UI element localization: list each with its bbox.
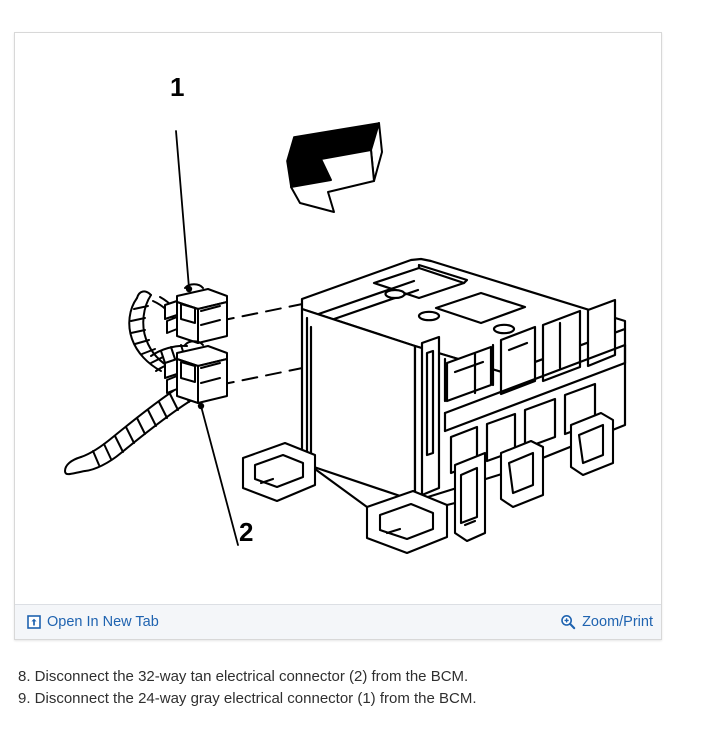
callout-1-leader	[175, 130, 193, 293]
bcm-housing	[300, 257, 627, 503]
external-link-icon	[27, 615, 41, 629]
callout-label-2: 2	[239, 517, 253, 547]
viewer-toolbar: Open In New Tab Zoom/Print	[15, 604, 661, 639]
instruction-list: 8. Disconnect the 32-way tan electrical …	[18, 666, 698, 710]
bcm-mounting-tabs	[241, 411, 615, 555]
direction-arrow	[286, 122, 383, 213]
open-in-new-tab-label: Open In New Tab	[47, 613, 159, 630]
callout-2-leader	[197, 402, 239, 546]
image-viewer-panel: Body Control Module (BCM) electrical con…	[14, 32, 662, 640]
upper-connector	[164, 283, 228, 344]
instruction-item: 8. Disconnect the 32-way tan electrical …	[18, 668, 469, 685]
open-in-new-tab-button[interactable]: Open In New Tab	[27, 615, 159, 630]
lower-connector	[164, 340, 228, 404]
callout-label-1: 1	[170, 72, 184, 102]
bcm-connector-diagram: Body Control Module (BCM) electrical con…	[64, 72, 627, 555]
zoom-print-label: Zoom/Print	[582, 613, 653, 630]
zoom-print-button[interactable]: Zoom/Print	[560, 614, 653, 630]
instruction-item: 9. Disconnect the 24-way gray electrical…	[18, 690, 477, 707]
wire-harness-conduit	[64, 290, 196, 476]
magnifier-plus-icon	[560, 614, 576, 630]
figure-area[interactable]: Body Control Module (BCM) electrical con…	[15, 33, 661, 603]
